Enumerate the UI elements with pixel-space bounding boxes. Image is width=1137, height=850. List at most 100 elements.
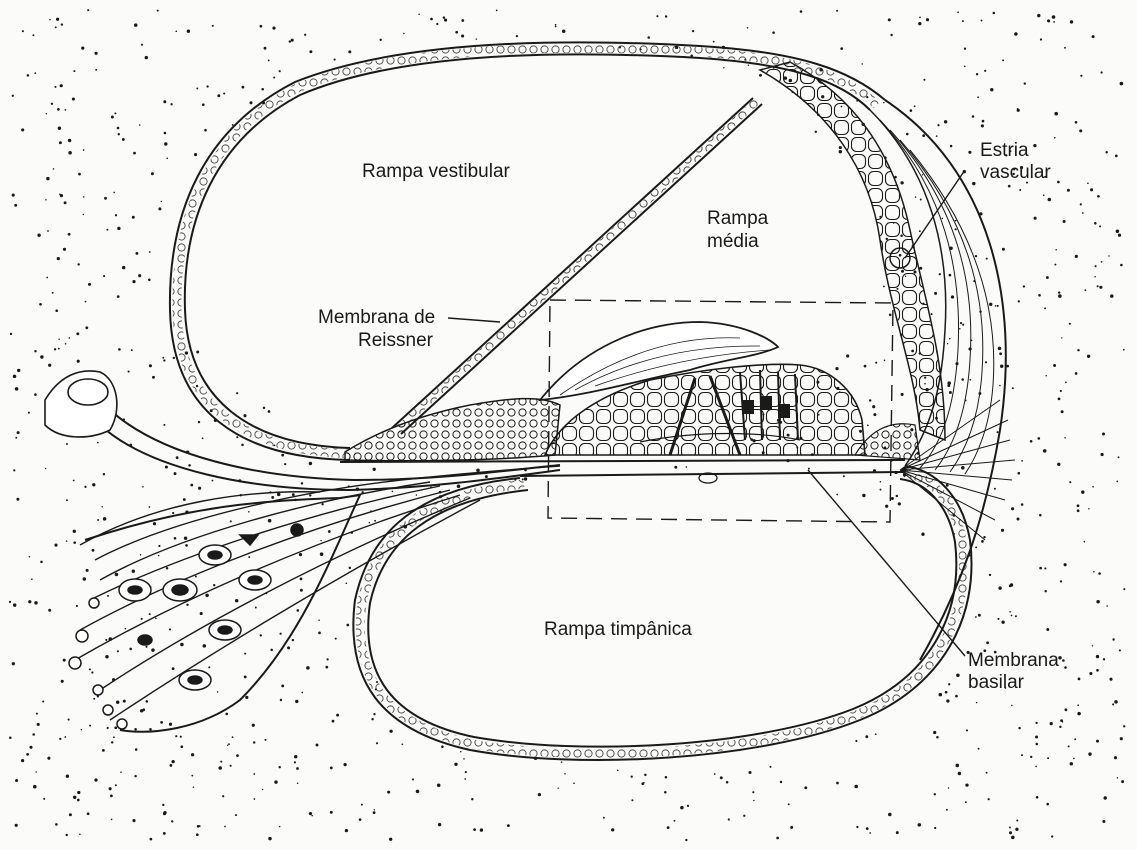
stipple-dot — [776, 837, 779, 840]
stipple-dot — [163, 100, 166, 103]
stipple-dot — [1101, 261, 1103, 263]
stipple-dot — [999, 352, 1002, 355]
stipple-dot — [141, 618, 143, 620]
stipple-dot — [437, 783, 441, 787]
stipple-dot — [180, 736, 182, 738]
stipple-dot — [982, 120, 985, 123]
stipple-dot — [949, 274, 952, 277]
stipple-dot — [291, 39, 294, 42]
stipple-dot — [919, 17, 921, 19]
stipple-dot — [190, 484, 193, 487]
stipple-dot — [37, 234, 40, 237]
stipple-dot — [1062, 721, 1063, 722]
stipple-dot — [297, 609, 300, 612]
label-estria-2: vascular — [980, 162, 1051, 184]
stipple-dot — [40, 561, 43, 564]
stipple-dot — [975, 255, 977, 257]
stipple-dot — [191, 753, 194, 756]
stipple-dot — [1079, 129, 1082, 132]
stipple-dot — [163, 812, 166, 815]
stipple-dot — [61, 23, 63, 25]
stipple-dot — [327, 658, 329, 660]
stipple-dot — [81, 729, 82, 730]
stipple-dot — [978, 748, 980, 750]
stipple-dot — [1077, 504, 1080, 507]
stipple-dot — [937, 124, 939, 126]
stipple-dot — [1099, 225, 1101, 227]
stipple-dot — [359, 818, 362, 821]
stipple-dot — [47, 230, 49, 232]
stipple-dot — [166, 157, 168, 159]
stipple-dot — [959, 328, 961, 330]
stipple-dot — [289, 40, 291, 42]
stipple-dot — [752, 791, 754, 793]
stipple-dot — [1054, 264, 1056, 266]
stipple-dot — [157, 10, 159, 12]
stipple-dot — [134, 728, 137, 731]
stipple-dot — [389, 730, 392, 733]
stipple-dot — [103, 473, 105, 475]
stipple-dot — [1120, 737, 1123, 740]
stipple-dot — [1089, 672, 1092, 675]
stipple-dot — [1068, 745, 1070, 747]
stipple-dot — [49, 19, 51, 21]
stipple-dot — [946, 809, 948, 811]
stipple-dot — [1036, 796, 1039, 799]
stipple-dot — [304, 34, 306, 36]
stipple-dot — [42, 700, 44, 702]
stipple-dot — [686, 466, 688, 468]
stipple-dot — [306, 666, 310, 670]
stipple-dot — [69, 337, 71, 339]
stipple-dot — [31, 578, 33, 580]
stipple-dot — [60, 84, 63, 87]
stipple-dot — [867, 425, 869, 427]
stipple-dot — [674, 466, 677, 469]
stipple-dot — [60, 194, 63, 197]
stipple-dot — [988, 798, 990, 800]
stipple-dot — [1118, 456, 1120, 458]
stipple-dot — [77, 799, 80, 802]
stipple-dot — [1014, 32, 1018, 36]
stipple-dot — [299, 553, 302, 556]
stipple-dot — [180, 745, 183, 748]
stipple-dot — [1097, 195, 1100, 198]
stipple-dot — [914, 105, 916, 107]
stipple-dot — [1087, 355, 1090, 358]
stipple-dot — [1000, 365, 1003, 368]
stipple-dot — [281, 454, 284, 457]
label-basilar-1: Membrana — [968, 650, 1059, 672]
stipple-dot — [72, 97, 75, 100]
stipple-dot — [193, 786, 195, 788]
label-rampa-vestibular: Rampa vestibular — [362, 161, 510, 183]
stipple-dot — [218, 766, 222, 770]
stipple-dot — [39, 303, 42, 306]
stipple-dot — [948, 787, 950, 789]
stipple-dot — [804, 786, 807, 789]
stipple-dot — [1060, 390, 1062, 392]
stipple-dot — [1088, 752, 1091, 755]
stipple-dot — [73, 530, 76, 533]
stipple-dot — [152, 376, 155, 379]
stipple-dot — [1053, 364, 1056, 367]
stipple-dot — [972, 115, 975, 118]
stipple-dot — [1021, 460, 1023, 462]
stipple-dot — [321, 503, 323, 505]
stipple-dot — [223, 92, 225, 94]
stipple-dot — [170, 103, 172, 105]
stipple-dot — [51, 103, 53, 105]
stipple-dot — [1011, 507, 1014, 510]
stipple-dot — [896, 495, 898, 497]
stipple-dot — [169, 628, 171, 630]
stipple-dot — [1045, 590, 1047, 592]
stipple-dot — [1009, 827, 1011, 829]
stipple-dot — [15, 779, 18, 782]
stipple-dot — [76, 332, 79, 335]
stipple-dot — [166, 567, 168, 569]
stipple-dot — [455, 31, 458, 34]
stipple-dot — [268, 837, 271, 840]
stipple-dot — [955, 695, 958, 698]
stipple-dot — [770, 766, 772, 768]
stipple-dot — [1099, 286, 1102, 289]
stipple-dot — [14, 204, 17, 207]
stipple-dot — [998, 586, 1001, 589]
